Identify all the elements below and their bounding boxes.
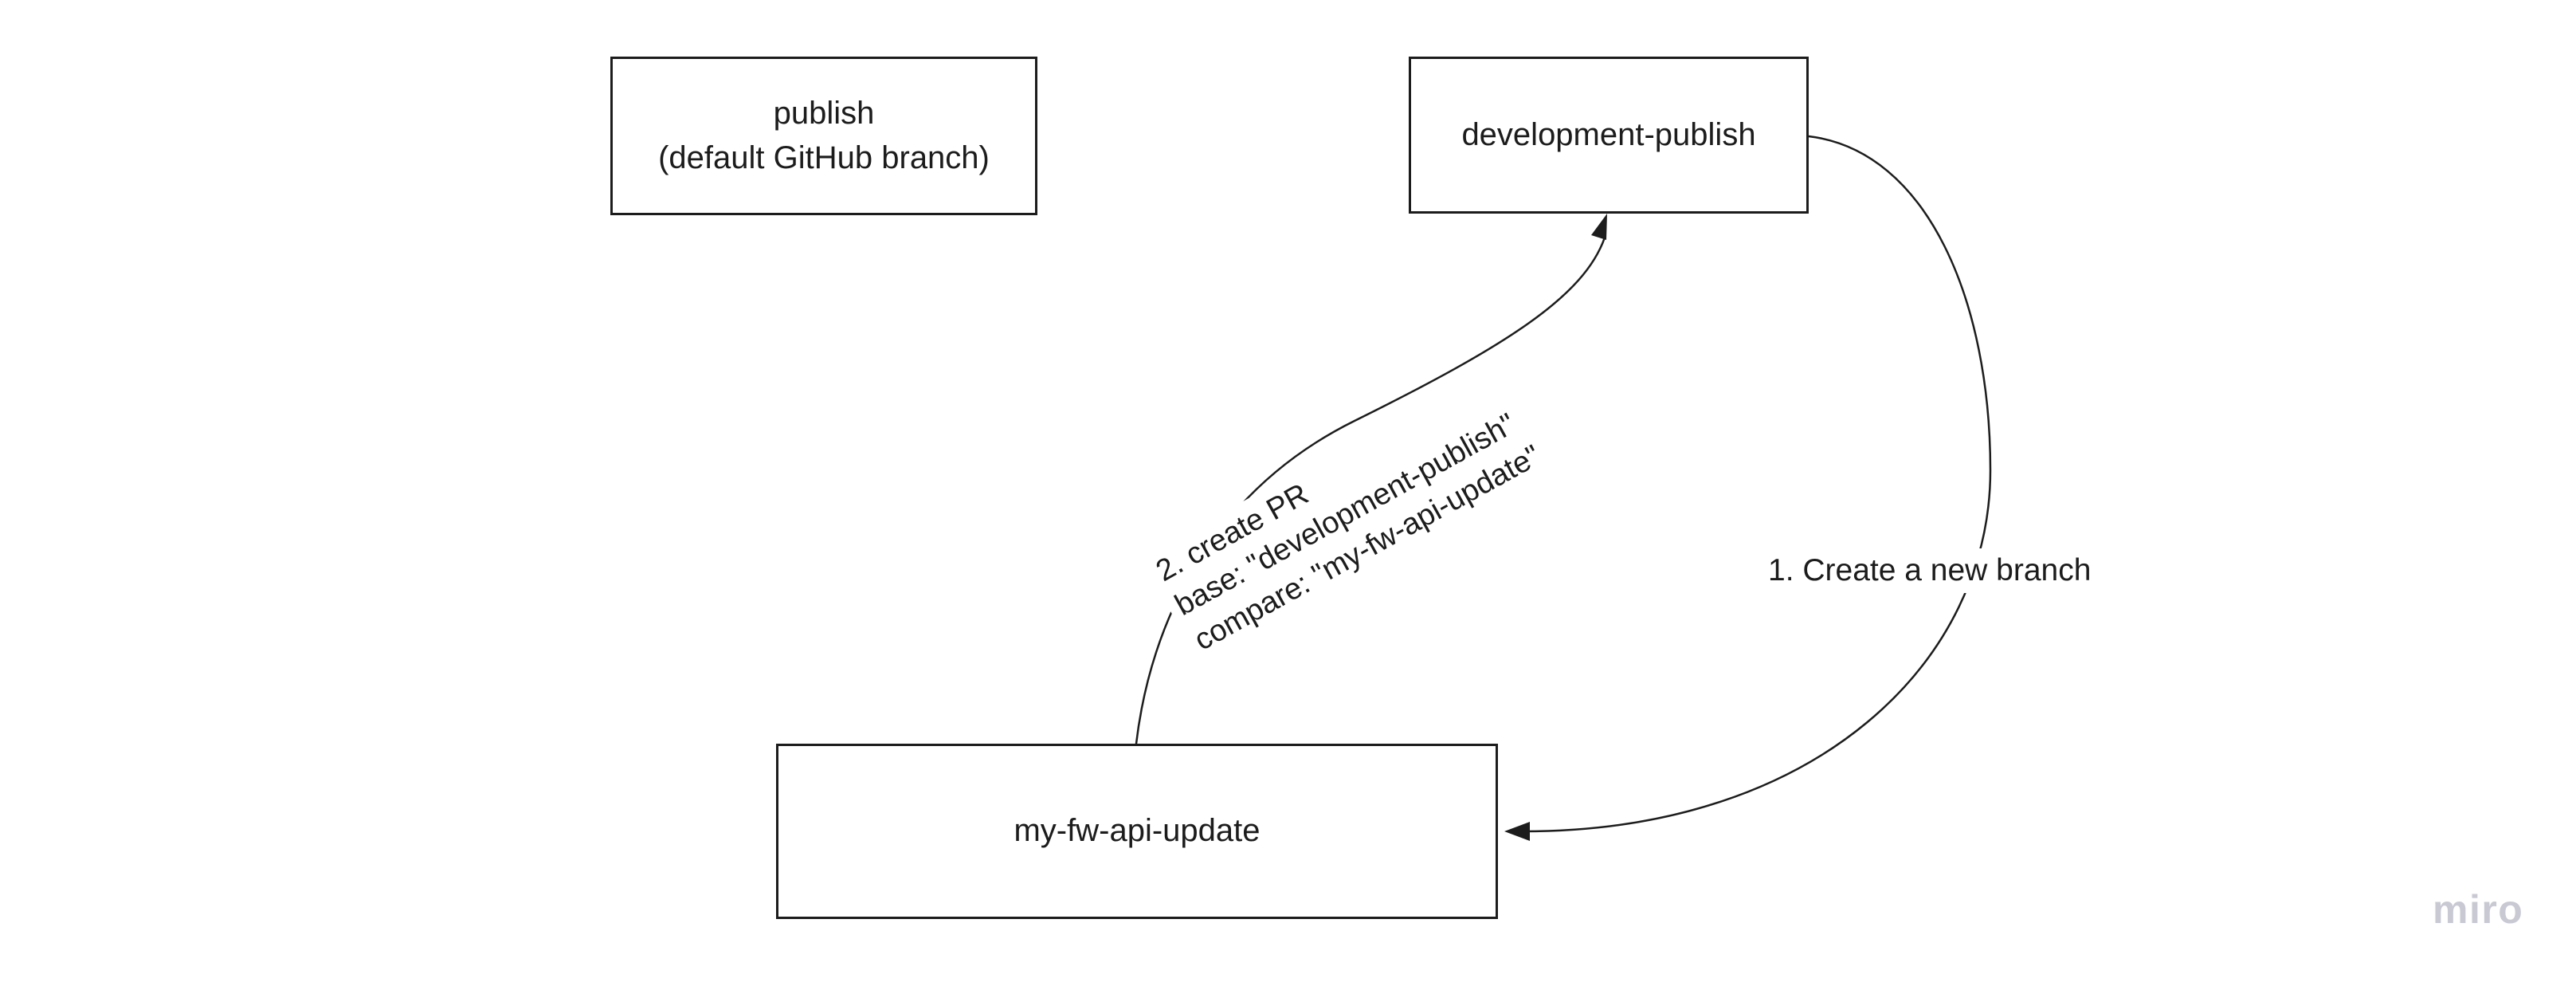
shape-publish[interactable]: publish (default GitHub branch) bbox=[610, 57, 1037, 215]
connector-create-pr-line bbox=[1135, 236, 1606, 745]
shape-my-fw-api-update-label: my-fw-api-update bbox=[1014, 813, 1261, 849]
shape-my-fw-api-update[interactable]: my-fw-api-update bbox=[776, 744, 1498, 919]
connector-create-pr[interactable] bbox=[1135, 214, 1607, 745]
shape-development-publish-label: development-publish bbox=[1461, 116, 1756, 152]
connector-create-branch[interactable] bbox=[1504, 135, 1992, 841]
shape-development-publish[interactable]: development-publish bbox=[1409, 57, 1809, 214]
arrowhead-left-icon bbox=[1504, 822, 1530, 841]
connector-label-create-branch[interactable]: 1. Create a new branch bbox=[1757, 548, 2103, 593]
shape-publish-label-line1: publish bbox=[773, 96, 875, 132]
shape-publish-label-line2: (default GitHub branch) bbox=[658, 139, 990, 175]
arrowhead-up-icon bbox=[1591, 214, 1607, 240]
miro-watermark: miro bbox=[2433, 887, 2524, 932]
connector-create-branch-line bbox=[1522, 135, 1992, 833]
